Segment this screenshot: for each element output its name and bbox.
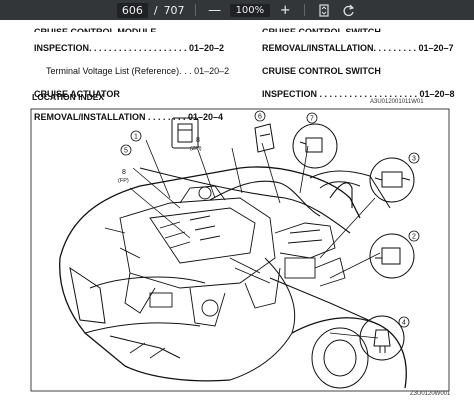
callout-6: 6 (258, 114, 262, 121)
car-body-outline (59, 166, 407, 389)
callout-8-fp: 8 (122, 169, 126, 176)
component-inset-1 (171, 117, 199, 149)
zoom-level-input[interactable]: 100% (229, 3, 271, 17)
toc-entry-switch-inspection[interactable]: INSPECTION . . . . . . . . . . . . . . .… (262, 89, 455, 99)
figure-id-top: A3U012001011W01 (370, 99, 424, 105)
callout-5: 5 (124, 148, 128, 155)
component-inset-7 (292, 123, 338, 169)
page-separator: / (153, 3, 158, 17)
pdf-toolbar: 606 / 707 — 100% + (0, 0, 474, 20)
callout-5-ring (120, 144, 132, 156)
callout-3-ring (408, 152, 420, 164)
callout-4-ring (398, 316, 410, 328)
windshield-outline (309, 170, 391, 209)
figure-frame (30, 108, 450, 392)
page-total: 707 (163, 3, 185, 17)
component-inset-2 (369, 233, 415, 279)
toc-entry-terminal-voltage[interactable]: Terminal Voltage List (Reference). . . 0… (46, 66, 230, 76)
toc-entry-actuator-removal[interactable]: REMOVAL/INSTALLATION . . . . . . . . 01–… (34, 112, 224, 122)
toc-right-column: CRUISE CONTROL SWITCH REMOVAL/INSTALLATI… (262, 19, 455, 112)
component-inset-6 (254, 123, 275, 153)
cruise-cables (139, 167, 353, 234)
engine-block (104, 185, 346, 327)
engine-bay-illustration: 1 8 (ZM) 5 8 (FP) 6 7 3 2 4 (30, 108, 450, 392)
component-inset-3 (369, 157, 415, 203)
location-index-title: LOCATION INDEX (32, 92, 105, 102)
callout-2-ring (408, 230, 420, 242)
callout-4: 4 (402, 320, 406, 327)
callout-3: 3 (412, 156, 416, 163)
component-inset-4 (359, 315, 405, 361)
callout-1: 1 (134, 134, 138, 141)
toolbar-divider (304, 4, 306, 16)
figure-id-bottom: Z3U0120W001 (410, 391, 451, 397)
leader-lines (129, 139, 381, 339)
toc-heading-cruise-actuator: CRUISE ACTUATOR (34, 89, 120, 99)
callout-1-ring (130, 130, 142, 142)
page-number-input[interactable]: 606 (116, 2, 148, 18)
callout-8-zm: 8 (196, 137, 200, 144)
toc-entry-inspection[interactable]: INSPECTION. . . . . . . . . . . . . . . … (34, 43, 225, 53)
callout-2: 2 (412, 234, 416, 241)
callout-8-zm-sub: (ZM) (190, 146, 202, 152)
fit-page-icon[interactable] (315, 2, 333, 18)
toc-entry-switch-removal[interactable]: REMOVAL/INSTALLATION. . . . . . . . . 01… (262, 43, 454, 53)
callout-7-ring (306, 112, 318, 124)
rotate-icon[interactable] (339, 2, 357, 18)
toc-heading-cruise-control-switch: CRUISE CONTROL SWITCH (262, 66, 381, 76)
toc-left-column: CRUISE CONTROL MODULE INSPECTION. . . . … (34, 19, 229, 135)
callout-6-ring (254, 110, 266, 122)
callout-7: 7 (310, 116, 314, 123)
toc-cut-heading: CRUISE CONTROL MODULE (34, 26, 157, 32)
zoom-in-button[interactable]: + (279, 2, 291, 18)
toc-cut-heading: CRUISE CONTROL SWITCH (262, 26, 381, 32)
zoom-out-button[interactable]: — (208, 2, 222, 18)
callout-8-fp-sub: (FP) (118, 178, 129, 184)
toolbar-divider (194, 4, 196, 16)
